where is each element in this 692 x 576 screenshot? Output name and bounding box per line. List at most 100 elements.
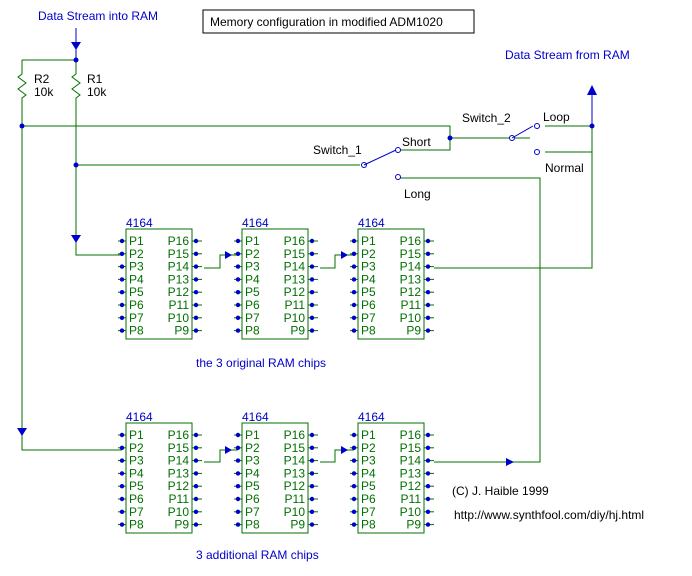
pin-label: P16 (284, 428, 306, 442)
pin-label: P11 (285, 492, 306, 506)
pin-label: P11 (285, 298, 306, 312)
svg-text:Switch_2: Switch_2 (462, 111, 511, 125)
copyright: (C) J. Haible 1999 (452, 484, 549, 498)
pin-label: P6 (129, 492, 144, 506)
pin-label: P12 (168, 285, 190, 299)
pin-label: P13 (400, 466, 422, 480)
pin-label: P16 (168, 428, 190, 442)
pin-label: P8 (361, 518, 376, 532)
pin-label: P9 (406, 324, 421, 338)
pin-label: P14 (168, 260, 190, 274)
pin-label: P4 (361, 272, 376, 286)
pin-label: P13 (284, 466, 306, 480)
title-box (202, 9, 475, 34)
pin-label: P15 (400, 441, 422, 455)
pin-label: P13 (168, 272, 190, 286)
pin-label: P3 (245, 260, 260, 274)
pin-label: P5 (129, 285, 144, 299)
svg-text:10k: 10k (87, 85, 107, 99)
pin-label: P6 (361, 298, 376, 312)
pin-label: P10 (168, 505, 190, 519)
pin-label: P12 (168, 479, 190, 493)
pin-label: P1 (245, 234, 260, 248)
pin-label: P7 (361, 505, 376, 519)
pin-label: P14 (168, 454, 190, 468)
pin-label: P1 (129, 428, 144, 442)
pin-label: P16 (400, 428, 422, 442)
pin-label: P10 (400, 505, 422, 519)
pin-label: P9 (406, 518, 421, 532)
pin-label: P15 (168, 441, 190, 455)
pin-label: P7 (361, 311, 376, 325)
pin-label: P12 (284, 479, 306, 493)
pin-label: P5 (129, 479, 144, 493)
pin-label: P15 (168, 247, 190, 261)
chip-part-label: 4164 (358, 410, 385, 424)
pin-label: P13 (400, 272, 422, 286)
pin-label: P5 (361, 285, 376, 299)
pin-label: P6 (245, 298, 260, 312)
chip-part-label: 4164 (126, 410, 153, 424)
svg-text:Short: Short (402, 135, 431, 149)
junction-dots (19, 57, 595, 168)
pin-label: P2 (129, 247, 144, 261)
row1-caption: the 3 original RAM chips (196, 356, 326, 370)
resistor-r1: R1 10k (71, 60, 107, 114)
pin-label: P10 (400, 311, 422, 325)
resistor-r2: R2 10k (17, 59, 76, 114)
pin-label: P16 (168, 234, 190, 248)
output-arrow (587, 85, 597, 126)
diagram-title: Memory configuration in modified ADM1020 (210, 15, 443, 29)
svg-text:R2: R2 (34, 72, 50, 86)
data-in-label: Data Stream into RAM (38, 9, 158, 23)
pin-label: P6 (361, 492, 376, 506)
pin-label: P15 (284, 441, 306, 455)
chip-part-label: 4164 (126, 216, 153, 230)
chip-part-label: 4164 (242, 216, 269, 230)
pin-label: P14 (284, 260, 306, 274)
pin-label: P1 (361, 428, 376, 442)
pin-label: P12 (400, 285, 422, 299)
pin-label: P9 (174, 324, 189, 338)
pin-label: P3 (129, 260, 144, 274)
pin-label: P4 (245, 272, 260, 286)
pin-label: P8 (245, 518, 260, 532)
pin-label: P1 (245, 428, 260, 442)
svg-text:Loop: Loop (543, 110, 570, 124)
pin-label: P14 (400, 260, 422, 274)
pin-label: P9 (290, 518, 305, 532)
pin-label: P5 (361, 479, 376, 493)
pin-label: P4 (129, 272, 144, 286)
input-arrow (71, 28, 81, 60)
pin-label: P1 (361, 234, 376, 248)
pin-label: P8 (245, 324, 260, 338)
pin-label: P6 (245, 492, 260, 506)
svg-text:R1: R1 (87, 72, 103, 86)
pin-label: P3 (245, 454, 260, 468)
pin-label: P8 (129, 324, 144, 338)
pin-label: P8 (129, 518, 144, 532)
pin-label: P4 (361, 466, 376, 480)
pin-label: P11 (169, 298, 190, 312)
svg-text:10k: 10k (34, 85, 54, 99)
pin-label: P15 (284, 247, 306, 261)
pin-label: P3 (129, 454, 144, 468)
pin-label: P10 (284, 311, 306, 325)
pin-label: P13 (284, 272, 306, 286)
flow-arrows (17, 235, 514, 466)
data-out-label: Data Stream from RAM (505, 48, 630, 62)
switch-1: Switch_1 Short Long (313, 135, 431, 201)
pin-label: P8 (361, 324, 376, 338)
pin-label: P11 (401, 298, 422, 312)
svg-text:Normal: Normal (545, 161, 584, 175)
pin-label: P9 (174, 518, 189, 532)
pin-label: P7 (129, 311, 144, 325)
pin-label: P2 (361, 441, 376, 455)
pin-label: P16 (284, 234, 306, 248)
pin-label: P4 (245, 466, 260, 480)
